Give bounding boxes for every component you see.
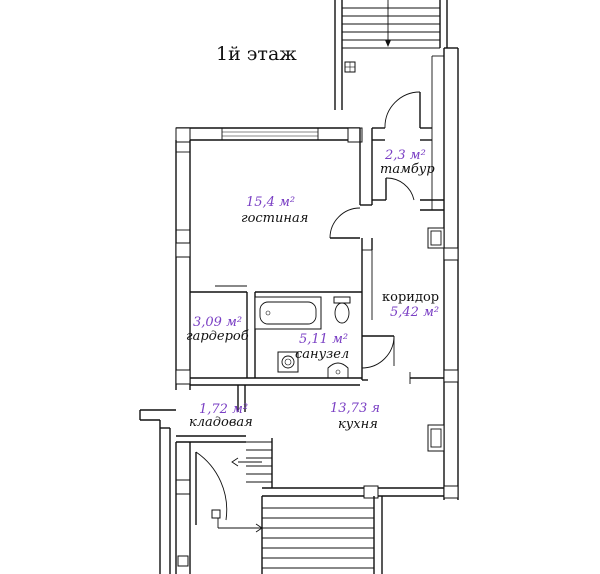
sink: [327, 362, 349, 378]
arrow-right-icon: [255, 523, 263, 533]
room-area: 5,42 м²: [390, 305, 439, 320]
bathtub: [254, 296, 322, 330]
room-area: 2,3 м²: [384, 148, 426, 163]
living-room-door[interactable]: [329, 207, 361, 239]
room-gostinaya: 15,4 м² гостиная: [241, 195, 308, 226]
room-sanuzel: 5,11 м² санузел: [295, 332, 349, 362]
room-name: гардероб: [186, 329, 249, 344]
room-area: 1,72 м²: [199, 402, 248, 417]
room-name: санузел: [295, 347, 349, 362]
room-area: 3,09 м²: [193, 315, 242, 330]
arrow-up-icon: [385, 40, 391, 47]
partitions: [176, 238, 444, 443]
entry-door[interactable]: [384, 91, 421, 129]
storage-door[interactable]: [195, 451, 228, 525]
room-name: коридор: [382, 290, 439, 305]
room-area: 5,11 м²: [299, 332, 348, 347]
floor-title: 1й этаж: [216, 43, 297, 65]
room-area: 13,73 я: [330, 401, 380, 416]
vestibule-door[interactable]: [385, 177, 415, 201]
room-name: тамбур: [380, 162, 435, 177]
lower-walls: [139, 409, 459, 574]
bathroom-door[interactable]: [361, 335, 395, 369]
toilet: [333, 296, 351, 324]
room-area: 15,4 м²: [246, 195, 295, 210]
room-tambur: 2,3 м² тамбур: [380, 148, 435, 177]
room-name: кухня: [338, 417, 378, 432]
outer-walls: [175, 47, 459, 500]
entrance-stairs: [334, 0, 448, 110]
arrow-left-icon: [231, 457, 239, 467]
basement-stairs: [211, 438, 383, 574]
washing-machine: [277, 351, 299, 373]
room-kuhnya: 13,73 я кухня: [330, 401, 380, 432]
room-name: кладовая: [189, 415, 253, 430]
room-garderob: 3,09 м² гардероб: [186, 315, 249, 344]
room-koridor: коридор 5,42 м²: [382, 290, 439, 320]
room-kladovaya: 1,72 м² кладовая: [189, 402, 253, 430]
right-wall-fixtures: [427, 227, 459, 452]
room-name: гостиная: [241, 211, 308, 226]
